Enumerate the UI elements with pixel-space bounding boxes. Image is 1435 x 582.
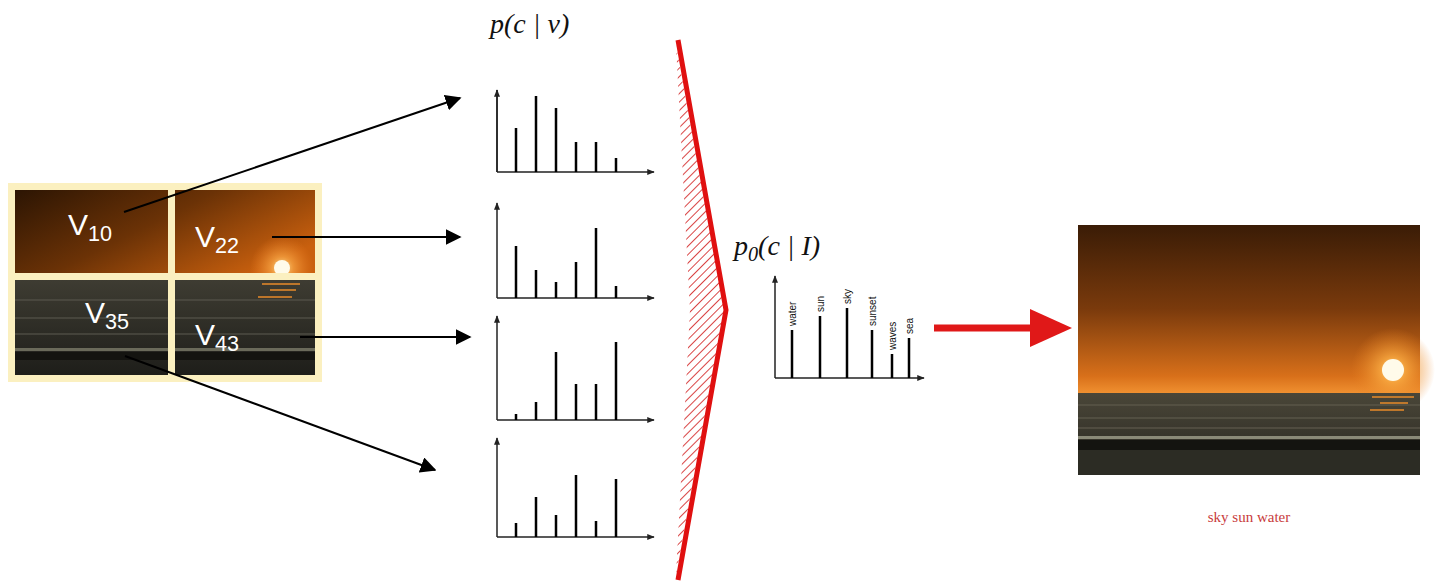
histogram-axis: [774, 276, 776, 378]
beach: [1078, 450, 1420, 475]
result-image: sky sun water: [1078, 225, 1420, 530]
sun-reflection: [1370, 397, 1414, 410]
text-part: V: [195, 318, 215, 351]
wave-lines: [15, 300, 315, 334]
histogram-bars: [516, 342, 616, 420]
shore: [15, 352, 315, 360]
region-label: V35: [85, 296, 129, 331]
image-frame: [8, 183, 322, 382]
arrow-head: [1030, 309, 1072, 347]
histogram-axis: [496, 438, 498, 537]
subscript: 0: [748, 243, 758, 265]
wave-lines: [1078, 405, 1420, 428]
subscript: 10: [88, 221, 112, 246]
histogram-axes: [497, 90, 654, 172]
bar-label: sky: [842, 289, 853, 304]
flow-arrow: [934, 309, 1072, 347]
text-part: V: [195, 220, 215, 253]
distribution-label: p0(c | I): [734, 230, 820, 262]
image-region: V43: [175, 280, 315, 375]
grid-line: [168, 190, 175, 375]
grid-line: [15, 273, 315, 280]
sea: [15, 280, 315, 375]
text-part: V: [85, 296, 105, 329]
region-label: V10: [68, 208, 112, 243]
subscript: 22: [215, 233, 239, 258]
image-region: V10: [15, 190, 168, 273]
merge-bracket: [678, 40, 726, 580]
histogram-bars: [516, 228, 616, 298]
bar-label: sun: [815, 296, 826, 312]
sea: [1078, 393, 1420, 475]
annotated-image: [1078, 225, 1435, 475]
region-label: V22: [195, 220, 239, 255]
shore: [1078, 440, 1420, 450]
image-region: V22: [175, 190, 315, 273]
bar-label: waves: [887, 322, 898, 350]
merge-hatching: [676, 45, 724, 575]
text-part: p: [734, 230, 748, 261]
histogram-bars: [792, 308, 909, 378]
distribution-label: p(c | v): [490, 8, 569, 40]
region-label: V43: [195, 318, 239, 353]
histogram-axis: [775, 377, 924, 379]
arrow-shaft: [934, 325, 1031, 332]
image-caption: sky sun water: [1078, 508, 1420, 526]
surf: [1078, 436, 1420, 439]
region-arrow: [124, 98, 460, 212]
image-region: V35: [15, 280, 168, 375]
subscript: 35: [105, 309, 129, 334]
sun-reflection: [258, 284, 300, 297]
histogram-bars: [516, 475, 616, 537]
text-part: (c | I): [758, 230, 820, 261]
image-histogram: p0(c | I) water sun sky sunset waves sea: [730, 228, 930, 388]
histogram-axis: [496, 316, 498, 420]
sun: [1382, 359, 1404, 381]
histogram-bars: [516, 96, 616, 172]
input-image: [8, 183, 322, 382]
subscript: 43: [215, 331, 239, 356]
region-arrow: [125, 356, 435, 470]
surf: [15, 348, 315, 351]
bar-label: sunset: [867, 297, 878, 326]
bar-label: water: [787, 302, 798, 326]
histogram-axis: [496, 90, 498, 172]
region-arrow: [272, 236, 460, 238]
text-part: V: [68, 208, 88, 241]
region-arrow: [300, 336, 470, 338]
region-arrows: [124, 98, 470, 470]
histogram-axis: [496, 203, 498, 298]
bar-label: sea: [904, 318, 915, 334]
region-histograms: [497, 90, 654, 537]
